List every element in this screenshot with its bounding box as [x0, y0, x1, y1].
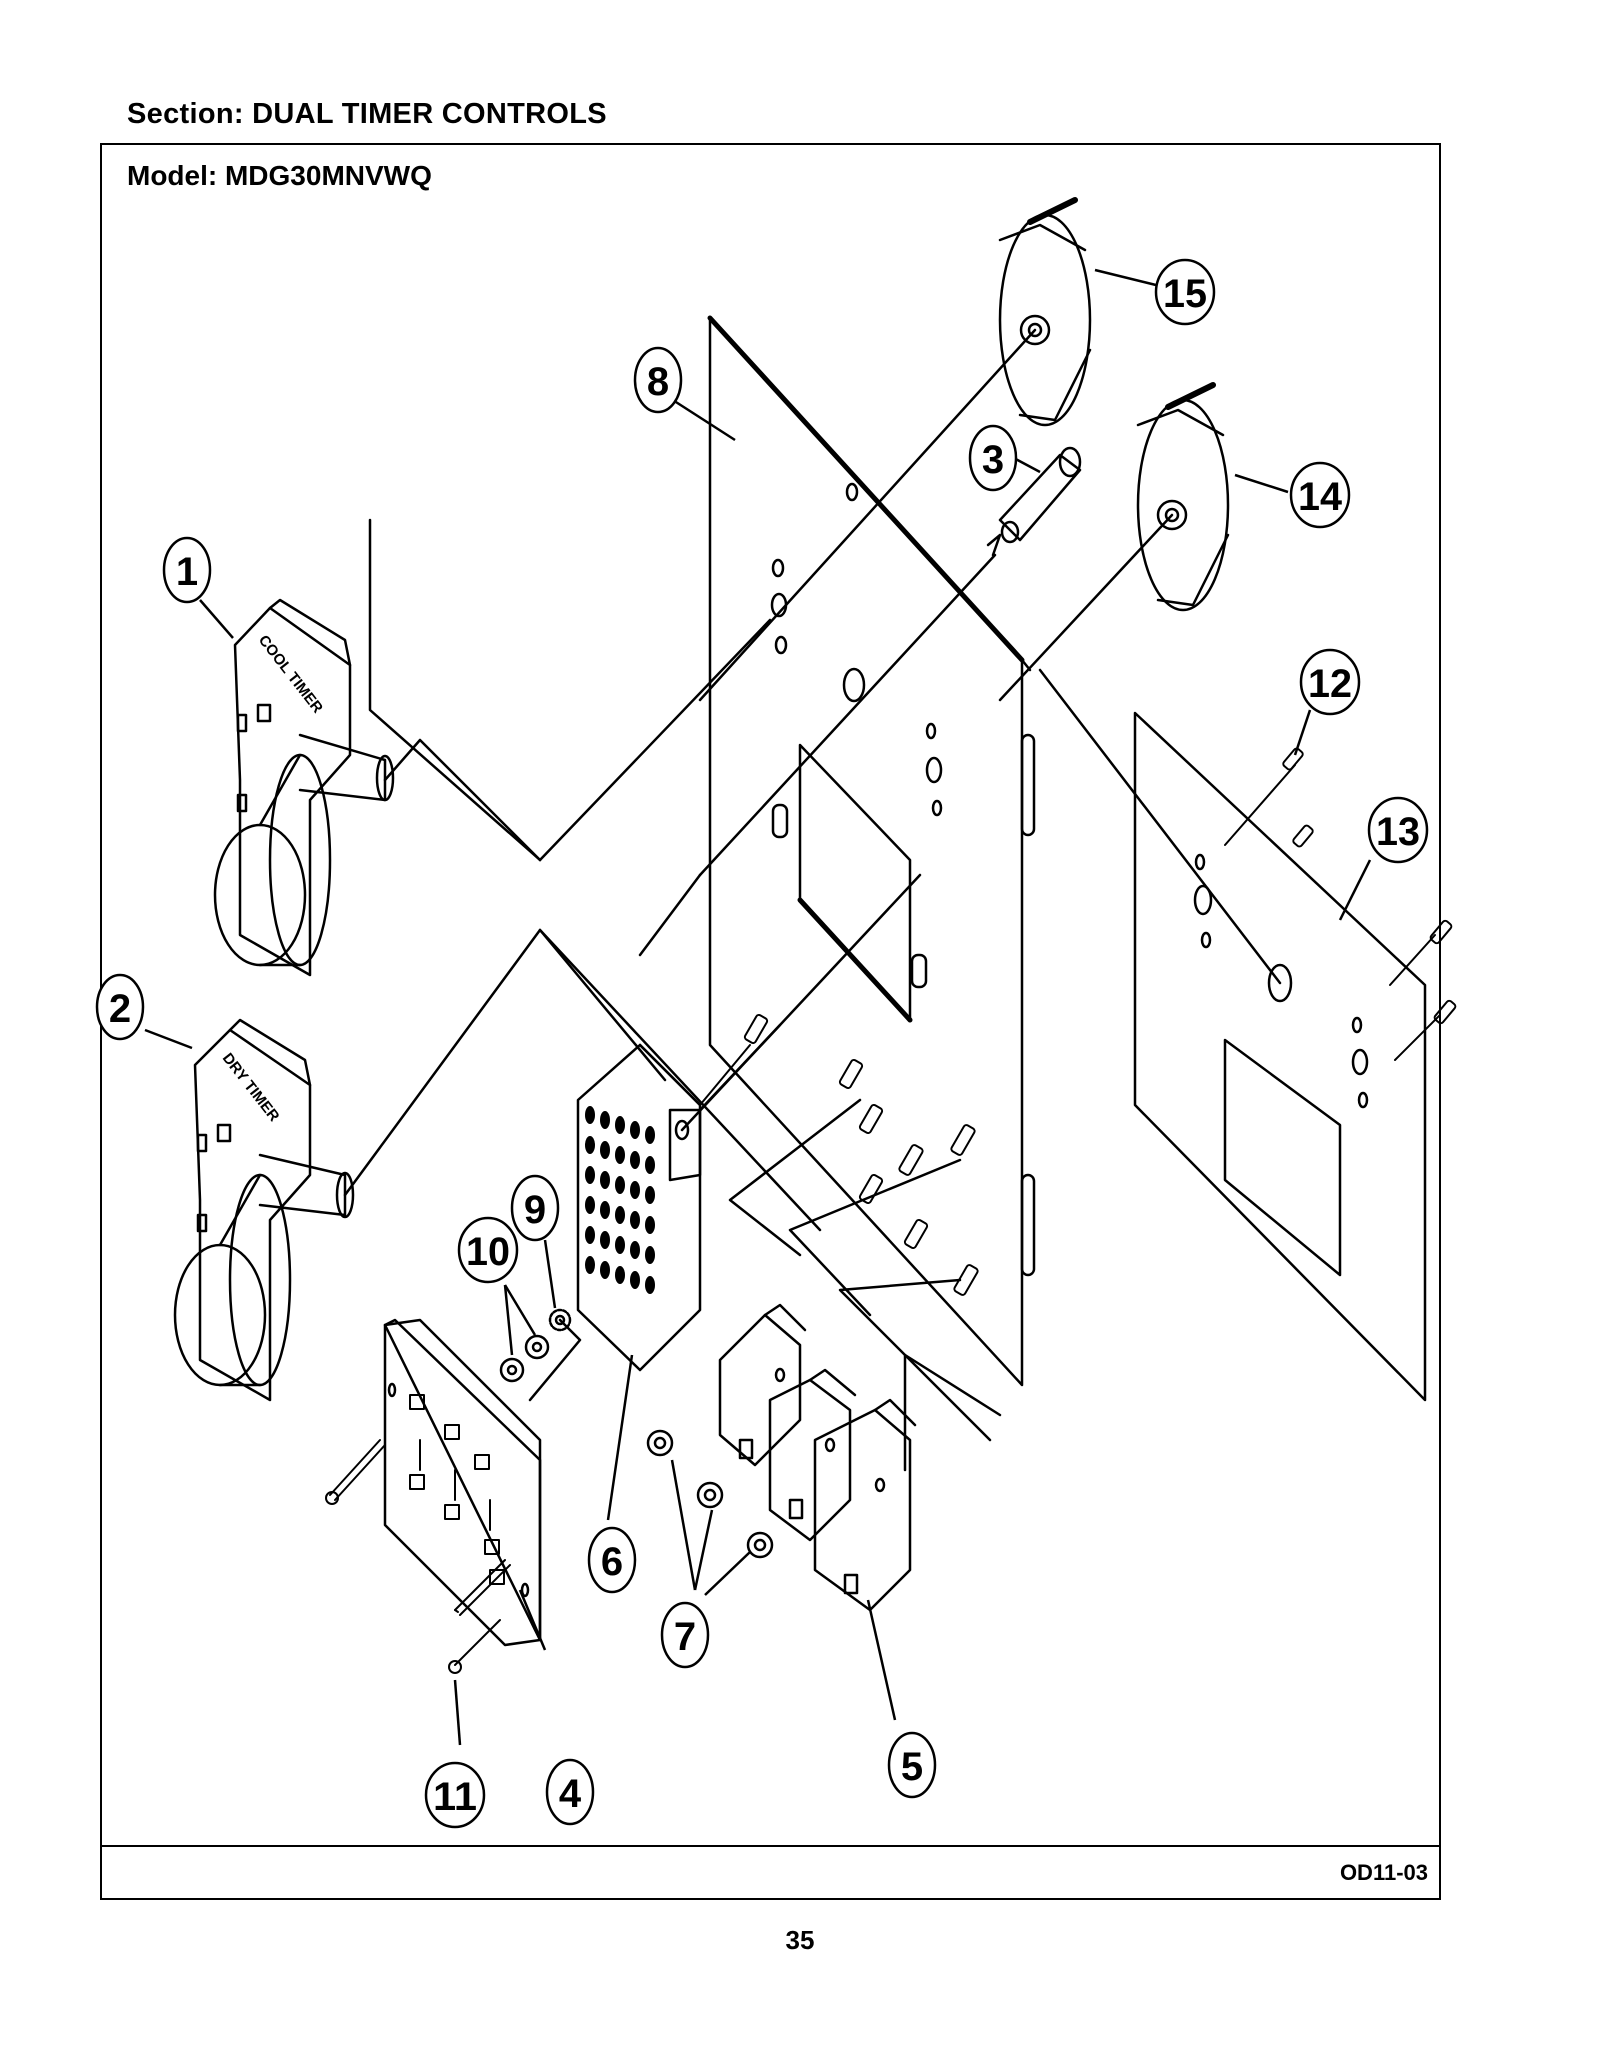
dry-timer-part	[173, 928, 822, 1402]
callout-12	[1299, 648, 1361, 716]
callout-label-14: 14	[1298, 475, 1343, 519]
mounting-studs-part	[699, 1013, 979, 1296]
callout-9	[510, 1174, 560, 1242]
callout-15	[1154, 258, 1216, 326]
knob-upper-part	[698, 197, 1092, 702]
callout-label-7: 7	[674, 1615, 696, 1659]
nut-washer-part	[499, 1308, 582, 1402]
knob-lower-part	[998, 382, 1230, 702]
callout-5	[887, 1731, 937, 1799]
callout-label-2: 2	[109, 987, 131, 1031]
callout-label-11: 11	[433, 1775, 477, 1819]
callout-10	[457, 1216, 519, 1284]
board-screws-part	[325, 1439, 511, 1674]
callout-2	[95, 973, 145, 1041]
indicator-light-part	[638, 446, 1082, 957]
callouts-group	[144, 268, 1372, 1746]
callout-label-13: 13	[1376, 810, 1420, 854]
overlay-plate-part	[1038, 668, 1427, 1402]
model-label: Model: MDG30MNVWQ	[127, 160, 432, 191]
page-number: 35	[785, 1925, 815, 1955]
callout-14	[1289, 461, 1351, 529]
callout-label-4: 4	[559, 1772, 582, 1816]
callout-label-5: 5	[901, 1745, 923, 1789]
callout-7	[660, 1601, 710, 1669]
callout-label-3: 3	[982, 438, 1004, 482]
callout-11	[424, 1761, 486, 1829]
footer-divider	[100, 1845, 1441, 1847]
callout-label-10: 10	[466, 1230, 510, 1274]
control-panel-part	[707, 315, 1036, 1387]
callout-4	[545, 1758, 595, 1826]
terminal-block-part	[576, 873, 922, 1372]
callout-6	[587, 1526, 637, 1594]
nuts-part	[646, 1429, 774, 1559]
callout-label-6: 6	[601, 1540, 623, 1584]
overlay-screws-part	[1224, 747, 1457, 1061]
callout-label-12: 12	[1308, 662, 1352, 706]
callout-label-1: 1	[176, 550, 198, 594]
callout-13	[1367, 796, 1429, 864]
callout-3	[968, 424, 1018, 492]
relay-switches-part	[718, 1303, 917, 1612]
cool-timer-part	[213, 598, 542, 977]
dry-timer-label: DRY TIMER	[219, 1050, 283, 1125]
callout-8	[633, 346, 683, 414]
callout-label-15: 15	[1163, 272, 1207, 316]
callout-label-9: 9	[524, 1188, 546, 1232]
callout-label-8: 8	[647, 360, 669, 404]
callout-labels	[95, 258, 1429, 1829]
section-title: Section: DUAL TIMER CONTROLS	[127, 98, 607, 130]
drawing-code: OD11-03	[1339, 1860, 1428, 1885]
callout-1	[162, 536, 212, 604]
